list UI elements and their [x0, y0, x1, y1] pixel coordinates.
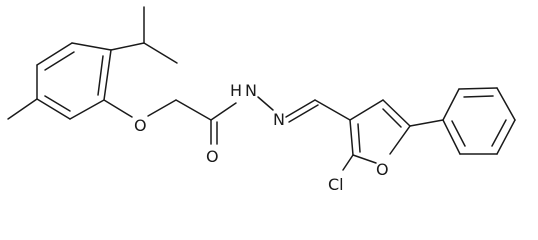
- carbonyl-group: [210, 119, 218, 145]
- isopropyl-group: [110, 6, 178, 64]
- carbonyl-oxygen-label: O: [206, 147, 219, 166]
- imine-nitrogen-label: N: [273, 110, 285, 129]
- imine-double-bond: [285, 99, 319, 123]
- ether-oxygen-label: O: [134, 116, 147, 135]
- molecule-structure: O O H N N O Cl: [7, 6, 516, 194]
- nh-hydrogen-label: H: [230, 81, 242, 100]
- phenyl-link-bond: [409, 119, 444, 127]
- benzene-ring-left: [36, 42, 112, 120]
- furan-oxygen-label: O: [376, 160, 389, 179]
- phenyl-ring-right: [442, 87, 516, 155]
- nh-nitrogen-label: N: [245, 81, 257, 100]
- chlorine-label: Cl: [328, 175, 344, 194]
- n-n-bond: [257, 96, 274, 111]
- methine-bond: [314, 99, 351, 121]
- furan-ring: [349, 99, 411, 164]
- amide-bond: [210, 102, 237, 121]
- methyl-bond: [7, 98, 38, 120]
- chlorine-bond: [342, 154, 354, 171]
- ether-linkage: [103, 99, 177, 118]
- methylene-bond: [175, 99, 212, 121]
